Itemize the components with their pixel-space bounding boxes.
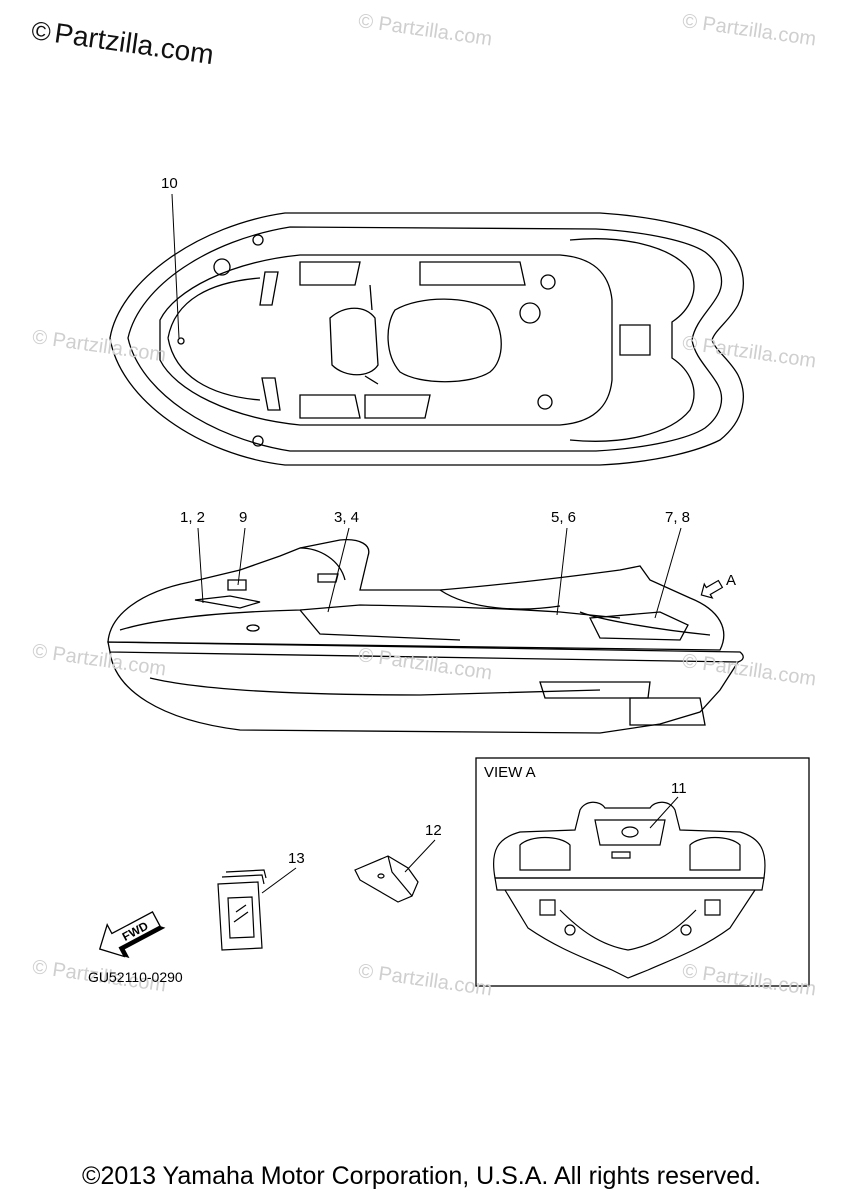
copyright-symbol-icon: © <box>29 14 53 48</box>
callout-5-6: 5, 6 <box>551 509 577 526</box>
callout-7-8: 7, 8 <box>665 509 691 526</box>
view-a-frame <box>475 757 810 987</box>
leader-13 <box>261 867 297 894</box>
leader-12 <box>404 839 436 873</box>
callout-11: 11 <box>671 780 687 797</box>
leader-lines-side <box>197 527 682 619</box>
view-a-arrow <box>700 579 724 599</box>
callout-10: 10 <box>161 175 178 192</box>
callout-13: 13 <box>288 850 305 867</box>
callout-1-2: 1, 2 <box>180 509 206 526</box>
callout-12: 12 <box>425 822 442 839</box>
callout-9: 9 <box>239 509 248 526</box>
callout-3-4: 3, 4 <box>334 509 360 526</box>
leader-11 <box>649 796 679 829</box>
top-view-hull <box>109 212 744 466</box>
diagram-code: GU52110-0290 <box>88 969 183 985</box>
part-13-label <box>217 869 267 951</box>
part-12-pouch <box>354 855 419 903</box>
side-view-hull <box>107 539 744 734</box>
leader-10 <box>171 193 180 339</box>
copyright-notice: ©2013 Yamaha Motor Corporation, U.S.A. A… <box>82 1162 761 1190</box>
view-a-label: VIEW A <box>484 764 536 781</box>
rear-view-hull <box>493 801 766 979</box>
fwd-arrow-icon: FWD <box>98 911 166 959</box>
callout-a: A <box>726 572 737 589</box>
